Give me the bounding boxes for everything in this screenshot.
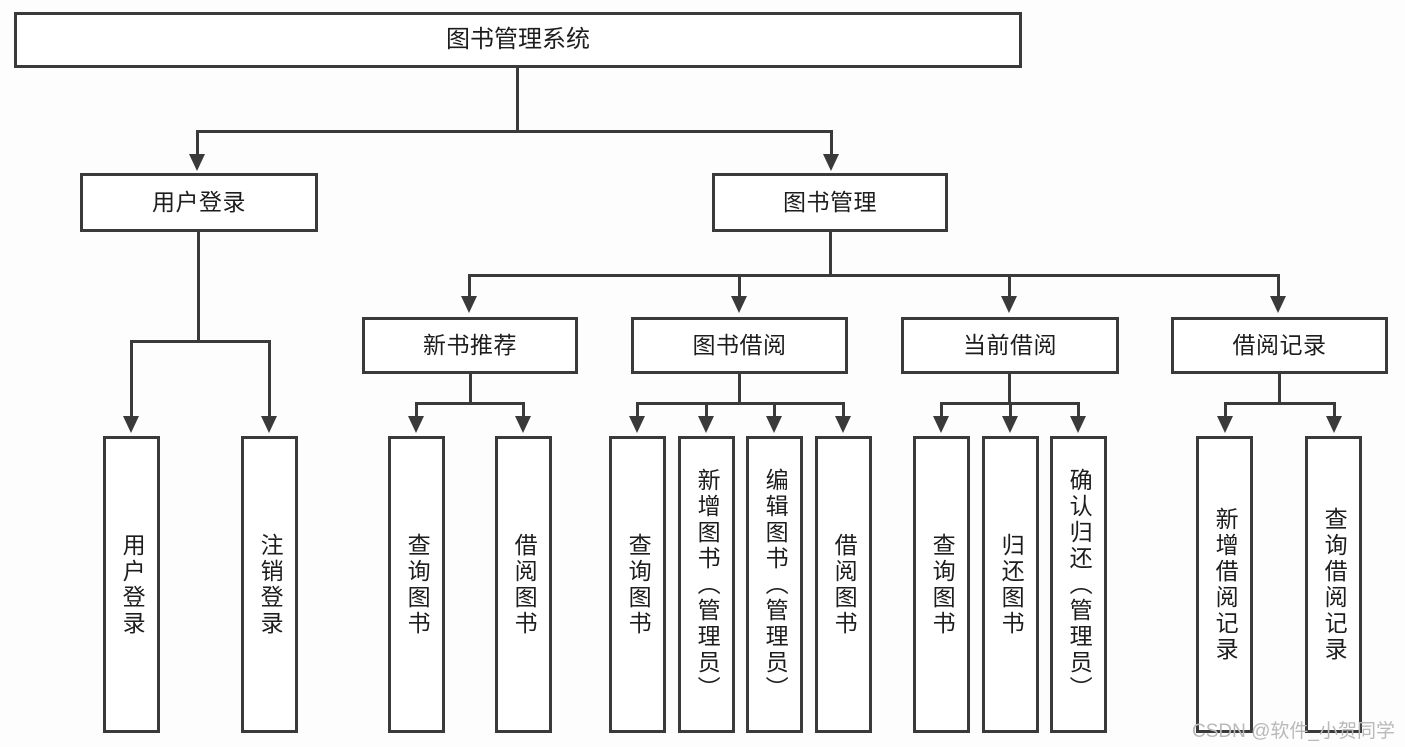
arrow-bm-to-current-borrow (1001, 296, 1017, 313)
leaf-new-book-query[interactable]: 查询图书 (388, 436, 445, 733)
node-label: 图书管理系统 (446, 25, 590, 53)
leaf-book-borrow-edit-admin[interactable]: 编辑图书（管理员） (746, 436, 803, 733)
arrow-borrowrecord-to-leaf-1 (1217, 416, 1233, 433)
node-label: 用户登录 (152, 188, 246, 215)
node-label: 借阅图书 (511, 532, 538, 637)
connector-new-book-bus (415, 402, 525, 405)
connector-user-login-stem (197, 232, 200, 340)
connector-borrowrecord-to-leaf-2 (1333, 402, 1336, 418)
arrow-bookborrow-to-leaf-1 (629, 416, 645, 433)
connector-book-management-bus (468, 274, 1280, 277)
leaf-user-login-logout[interactable]: 注销登录 (241, 436, 298, 733)
connector-currentborrow-to-leaf-3 (1077, 402, 1080, 418)
arrow-currentborrow-to-leaf-2 (1002, 416, 1018, 433)
node-current-borrow[interactable]: 当前借阅 (901, 317, 1119, 374)
node-book-borrow[interactable]: 图书借阅 (631, 317, 848, 374)
connector-root-to-user-login (196, 130, 199, 156)
arrow-bookborrow-to-leaf-3 (766, 416, 782, 433)
node-root-book-management-system[interactable]: 图书管理系统 (14, 12, 1022, 68)
connector-user-login-bus (130, 340, 271, 343)
watermark-text: CSDN @软件_小贺同学 (1192, 721, 1395, 742)
connector-borrow-record-bus (1224, 402, 1336, 405)
connector-root-bus (196, 130, 833, 133)
node-label: 新增图书（管理员） (694, 467, 721, 702)
leaf-book-borrow-borrow[interactable]: 借阅图书 (815, 436, 872, 733)
connector-bm-to-book-borrow (738, 274, 741, 298)
connector-new-book-stem (469, 374, 472, 404)
node-label: 当前借阅 (963, 331, 1057, 358)
node-label: 新增借阅记录 (1212, 506, 1239, 663)
arrow-bm-to-book-borrow (731, 296, 747, 313)
node-label: 注销登录 (257, 532, 284, 637)
arrow-newbook-to-leaf-1 (408, 416, 424, 433)
connector-book-management-stem (829, 232, 832, 276)
connector-newbook-to-leaf-1 (415, 402, 418, 418)
node-book-management[interactable]: 图书管理 (712, 173, 948, 232)
leaf-borrow-record-query[interactable]: 查询借阅记录 (1305, 436, 1362, 733)
connector-bm-to-borrow-record (1277, 274, 1280, 298)
connector-newbook-to-leaf-2 (522, 402, 525, 418)
node-label: 图书借阅 (692, 331, 787, 358)
leaf-borrow-record-add[interactable]: 新增借阅记录 (1196, 436, 1253, 733)
node-label: 查询图书 (625, 532, 652, 637)
arrow-bm-to-new-book (461, 296, 477, 313)
leaf-book-borrow-query[interactable]: 查询图书 (609, 436, 666, 733)
node-label: 确认归还（管理员） (1066, 467, 1093, 702)
arrow-root-to-book-management (823, 154, 839, 171)
leaf-book-borrow-add-admin[interactable]: 新增图书（管理员） (678, 436, 735, 733)
connector-currentborrow-to-leaf-2 (1009, 402, 1012, 418)
connector-bm-to-current-borrow (1008, 274, 1011, 298)
arrow-bookborrow-to-leaf-2 (698, 416, 714, 433)
node-label: 查询图书 (404, 532, 431, 637)
node-label: 借阅图书 (831, 532, 858, 637)
connector-bm-to-new-book (468, 274, 471, 298)
connector-user-login-to-leaf-1 (130, 340, 133, 418)
arrow-newbook-to-leaf-2 (515, 416, 531, 433)
node-label: 新书推荐 (423, 331, 517, 358)
arrow-bm-to-borrow-record (1270, 296, 1286, 313)
node-borrow-record[interactable]: 借阅记录 (1171, 317, 1388, 374)
leaf-current-borrow-confirm-admin[interactable]: 确认归还（管理员） (1050, 436, 1107, 733)
node-user-login[interactable]: 用户登录 (80, 173, 318, 232)
arrow-root-to-user-login (189, 154, 205, 171)
node-label: 用户登录 (119, 532, 146, 637)
connector-root-to-book-management (830, 130, 833, 156)
arrow-currentborrow-to-leaf-1 (933, 416, 949, 433)
connector-book-borrow-bus (636, 402, 845, 405)
leaf-user-login-login[interactable]: 用户登录 (103, 436, 160, 733)
node-label: 借阅记录 (1232, 331, 1327, 358)
connector-borrow-record-stem (1278, 374, 1281, 404)
connector-currentborrow-to-leaf-1 (940, 402, 943, 418)
arrow-user-login-to-leaf-2 (261, 416, 277, 433)
node-new-book-recommend[interactable]: 新书推荐 (362, 317, 578, 374)
connector-current-borrow-stem (1008, 374, 1011, 404)
node-label: 归还图书 (998, 532, 1025, 637)
node-label: 图书管理 (783, 188, 877, 215)
leaf-current-borrow-return[interactable]: 归还图书 (982, 436, 1039, 733)
connector-root-stem (516, 68, 519, 130)
arrow-bookborrow-to-leaf-4 (835, 416, 851, 433)
leaf-current-borrow-query[interactable]: 查询图书 (913, 436, 970, 733)
arrow-currentborrow-to-leaf-3 (1070, 416, 1086, 433)
node-label: 查询图书 (929, 532, 956, 637)
leaf-new-book-borrow[interactable]: 借阅图书 (495, 436, 552, 733)
connector-borrowrecord-to-leaf-1 (1224, 402, 1227, 418)
connector-bookborrow-to-leaf-2 (705, 402, 708, 418)
node-label: 编辑图书（管理员） (762, 467, 789, 702)
arrow-borrowrecord-to-leaf-2 (1326, 416, 1342, 433)
arrow-user-login-to-leaf-1 (123, 416, 139, 433)
connector-bookborrow-to-leaf-4 (842, 402, 845, 418)
connector-user-login-to-leaf-2 (268, 340, 271, 418)
connector-bookborrow-to-leaf-1 (636, 402, 639, 418)
node-label: 查询借阅记录 (1321, 506, 1348, 663)
connector-bookborrow-to-leaf-3 (773, 402, 776, 418)
connector-book-borrow-stem (738, 374, 741, 404)
